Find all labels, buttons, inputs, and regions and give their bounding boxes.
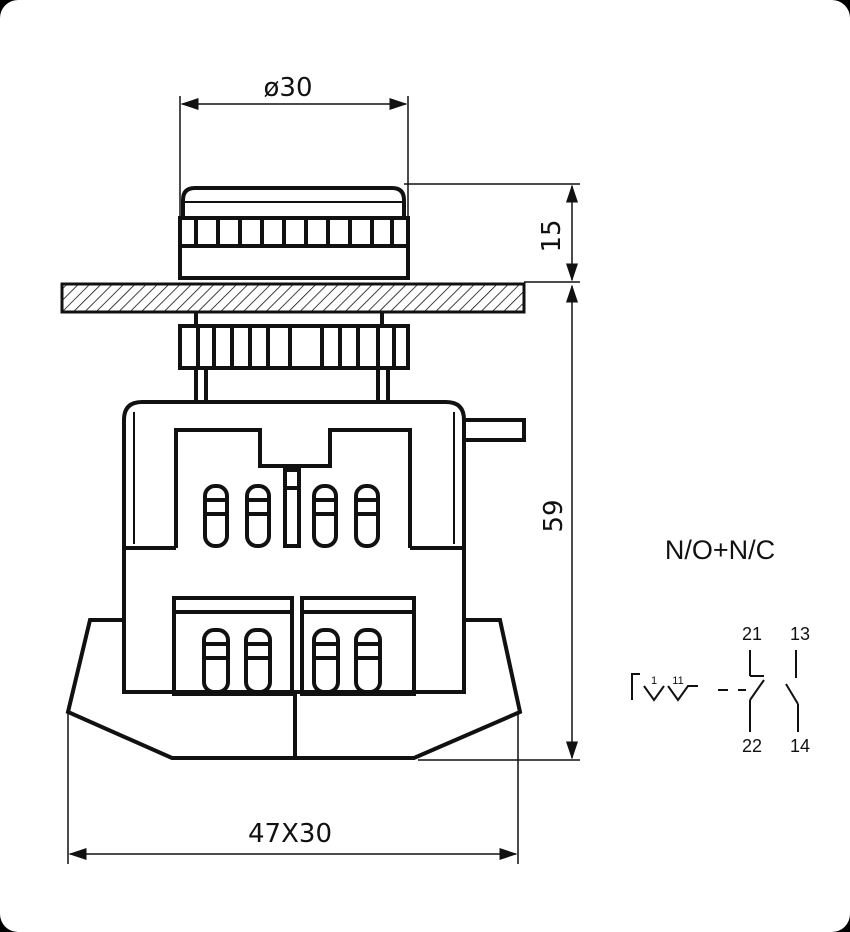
dim-diameter: ø30 (264, 73, 313, 103)
upper-terminals (203, 468, 380, 548)
terminal-label-22: 22 (742, 736, 762, 756)
dimension-lines (67, 96, 580, 864)
dim-height-body: 59 (539, 499, 569, 532)
terminal-label-1: 1 (651, 675, 657, 687)
contact-block (172, 596, 416, 696)
mounting-nut (178, 312, 410, 400)
dim-footprint: 47X30 (248, 819, 332, 849)
button-knurl (194, 220, 394, 244)
dim-height-top: 15 (537, 219, 567, 252)
terminal-label-13: 13 (790, 624, 810, 644)
terminal-label-21: 21 (742, 624, 762, 644)
contact-type-label: N/O+N/C (665, 535, 775, 565)
mounting-panel (60, 282, 526, 314)
terminal-label-11: 11 (672, 675, 683, 687)
terminal-label-14: 14 (790, 736, 810, 756)
button-head (178, 186, 410, 280)
switch-body (122, 400, 526, 694)
switch-base (65, 618, 523, 760)
contact-schematic (631, 650, 799, 732)
